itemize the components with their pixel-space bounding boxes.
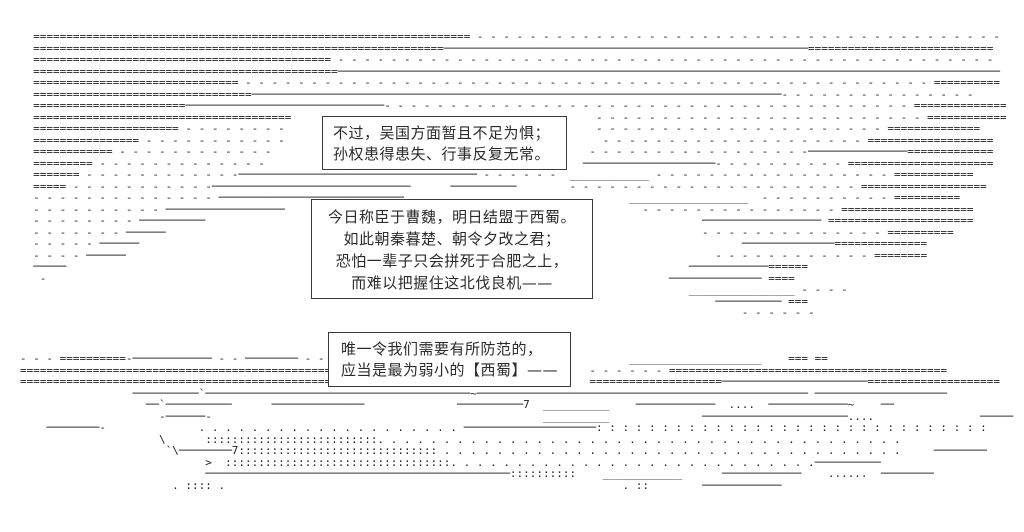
ascii-art-background: ========================================… <box>19 30 1014 492</box>
dialogue-box-1: 不过，吴国方面暂且不足为惧； 孙权患得患失、行事反复无常。 <box>322 116 567 170</box>
dialogue-line: 不过，吴国方面暂且不足为惧； <box>333 124 551 142</box>
dialogue-line: 如此朝秦暮楚、朝令夕改之君； <box>343 230 561 248</box>
dialogue-line: 今日称臣于曹魏，明日结盟于西蜀。 <box>327 208 576 226</box>
dialogue-box-3: 唯一令我们需要有所防范的， 应当是最为弱小的【西蜀】—— <box>328 332 571 387</box>
dialogue-line: 唯一令我们需要有所防范的， <box>341 340 543 358</box>
dialogue-line: 应当是最为弱小的【西蜀】—— <box>341 361 559 379</box>
dialogue-line: 恐怕一辈子只会拼死于合肥之上， <box>335 252 569 270</box>
dialogue-line: 孙权患得患失、行事反复无常。 <box>333 145 551 163</box>
dialogue-line: 而难以把握住这北伐良机—— <box>351 274 553 292</box>
dialogue-box-2: 今日称臣于曹魏，明日结盟于西蜀。 如此朝秦暮楚、朝令夕改之君； 恐怕一辈子只会拼… <box>311 199 593 299</box>
